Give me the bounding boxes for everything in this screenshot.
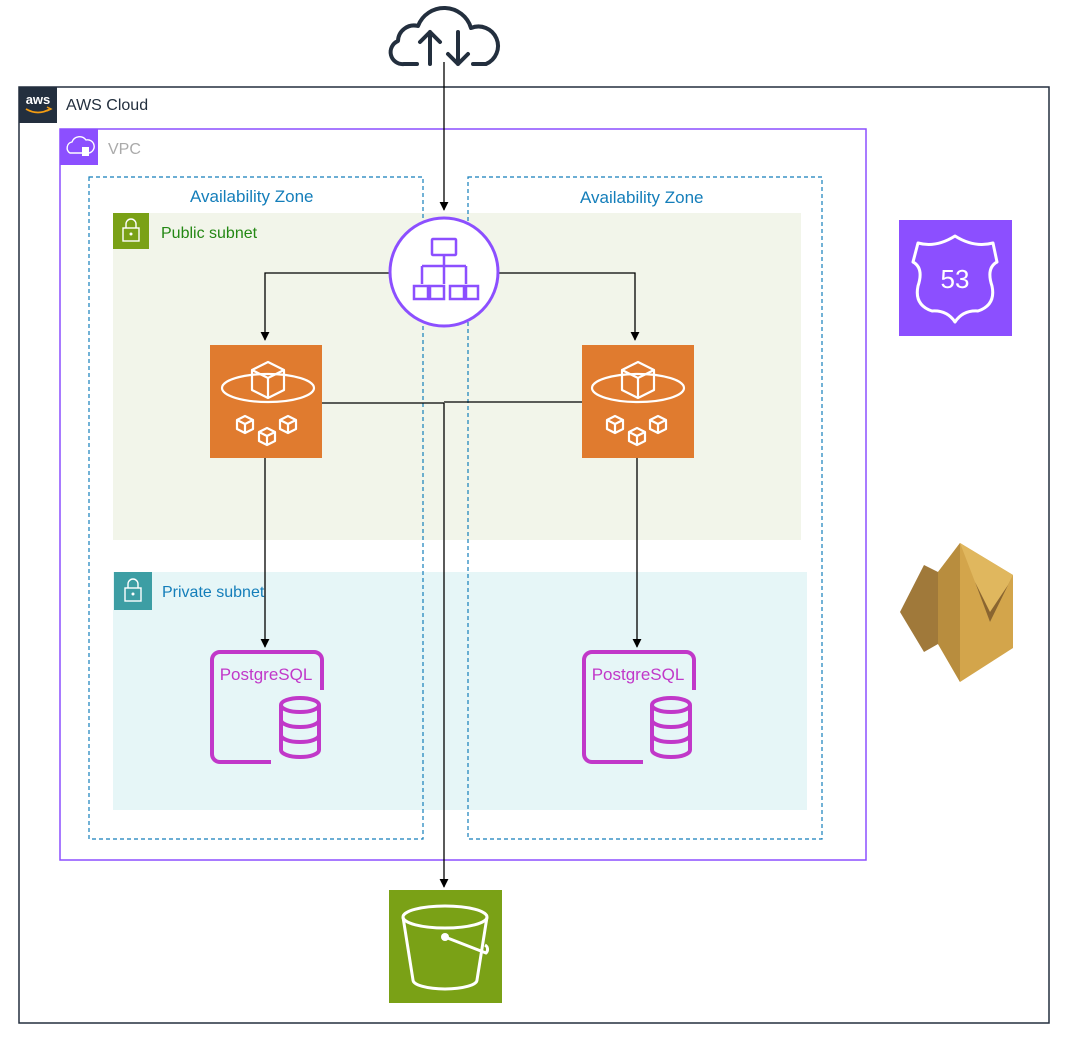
- postgresql-label-2: PostgreSQL: [592, 665, 685, 684]
- route53-icon: 53: [899, 220, 1012, 336]
- vpc-group: [59, 128, 867, 861]
- route53-text: 53: [941, 264, 970, 294]
- aws-logo-text: aws: [26, 92, 51, 107]
- vpc-icon: [60, 129, 98, 165]
- public-subnet-label: Public subnet: [161, 225, 258, 242]
- load-balancer-to-ec2-right-arrow: [499, 272, 640, 341]
- postgresql-icon-2: PostgreSQL: [582, 650, 696, 764]
- aws-logo-icon: aws: [19, 87, 57, 123]
- ec2-instances-icon-2: [582, 345, 694, 458]
- aws-cloud-label: AWS Cloud: [66, 97, 149, 114]
- ec2-instances-icon-1: [210, 345, 322, 458]
- availability-zone-2: [467, 176, 823, 840]
- load-balancer-icon: [388, 216, 500, 328]
- vpc-label: VPC: [108, 141, 141, 158]
- public-subnet-lock-icon: [113, 213, 149, 249]
- private-subnet-area: [113, 572, 807, 810]
- postgresql-label-1: PostgreSQL: [220, 665, 313, 684]
- s3-bucket-icon: [389, 890, 502, 1003]
- ses-icon: [900, 543, 1013, 682]
- connectors: [260, 62, 642, 888]
- availability-zone-1: [88, 176, 424, 840]
- internet-cloud-icon: [388, 6, 500, 67]
- postgresql-icon-1: PostgreSQL: [210, 650, 324, 764]
- private-subnet-lock-icon: [114, 572, 152, 610]
- load-balancer-to-ec2-left-arrow: [260, 272, 389, 341]
- aws-cloud-group: [18, 86, 1050, 1024]
- private-subnet-label: Private subnet: [162, 584, 265, 601]
- availability-zone-1-label: Availability Zone: [190, 187, 314, 206]
- availability-zone-2-label: Availability Zone: [580, 188, 704, 207]
